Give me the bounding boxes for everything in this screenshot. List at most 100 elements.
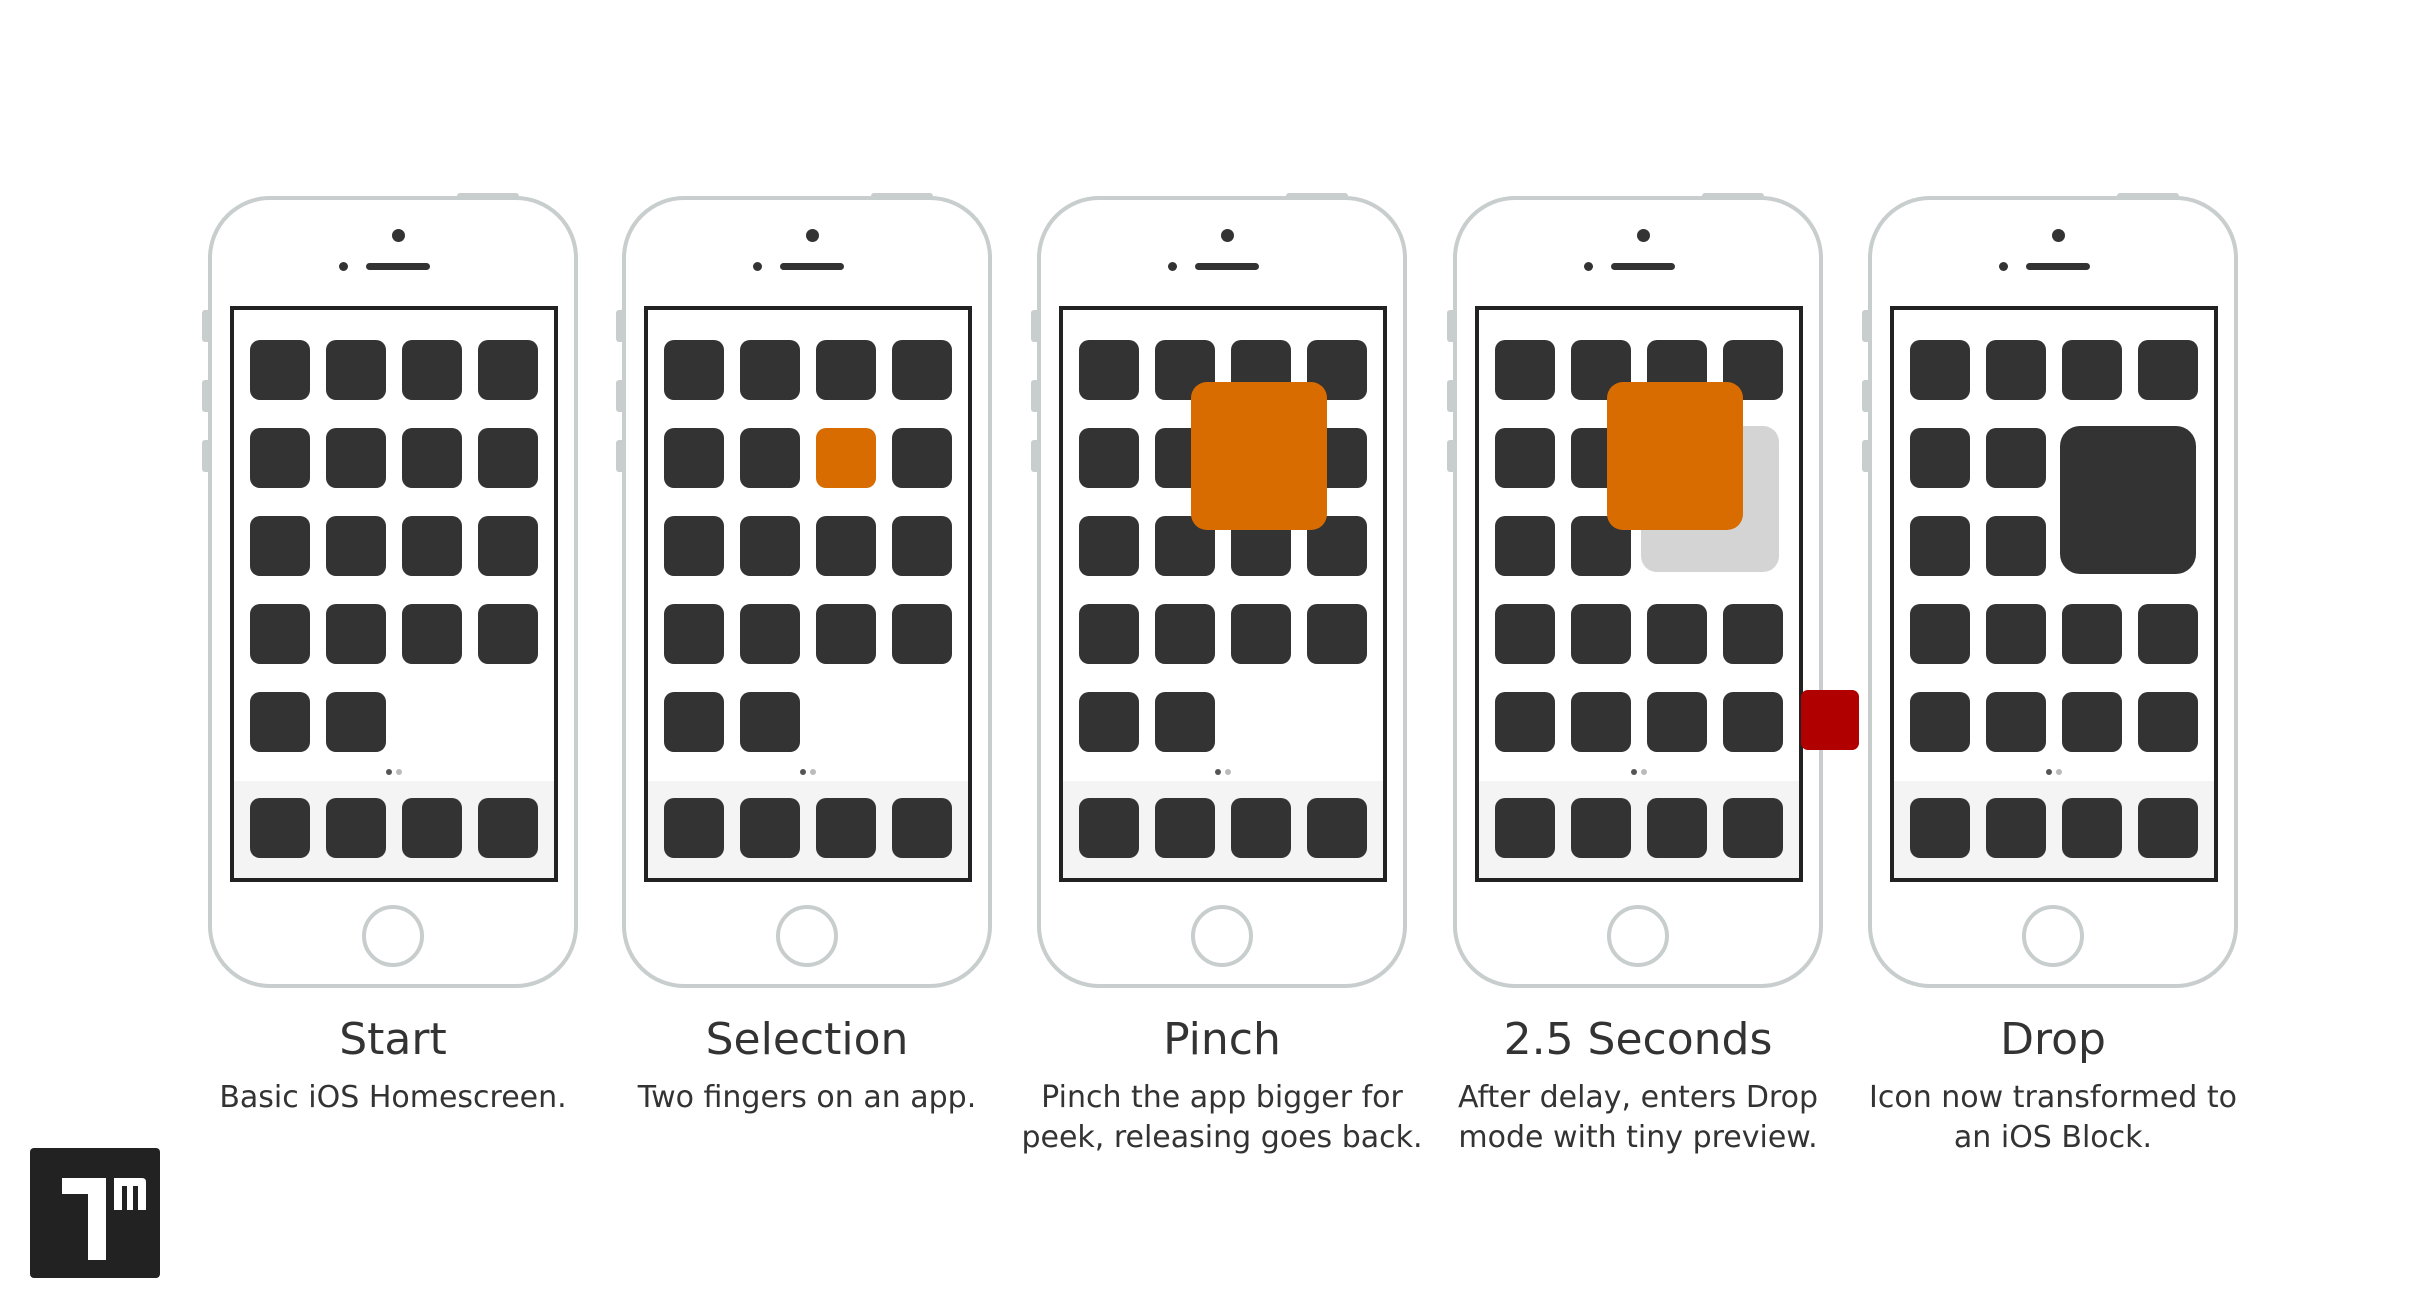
app-icon <box>1986 428 2046 488</box>
volume-down-button <box>202 440 208 472</box>
dock-app-icon <box>1723 798 1783 858</box>
earpiece-speaker <box>2026 263 2090 270</box>
step-caption: Start Basic iOS Homescreen. <box>163 1010 623 1118</box>
home-button[interactable] <box>1607 905 1669 967</box>
dock-app-icon <box>1910 798 1970 858</box>
app-icon <box>1495 604 1555 664</box>
app-icon <box>1647 604 1707 664</box>
proximity-sensor <box>1584 262 1593 271</box>
app-icon <box>1155 604 1215 664</box>
app-icon <box>402 428 462 488</box>
app-icon <box>664 340 724 400</box>
app-icon <box>402 604 462 664</box>
app-icon <box>892 340 952 400</box>
page-dot[interactable] <box>810 769 816 775</box>
page-dot[interactable] <box>2056 769 2062 775</box>
step-title: Drop <box>2000 1014 2106 1065</box>
step-title: Pinch <box>1163 1014 1281 1065</box>
home-button[interactable] <box>1191 905 1253 967</box>
step-description: Pinch the app bigger for peek, releasing… <box>1021 1080 1423 1155</box>
page-dot[interactable] <box>1641 769 1647 775</box>
app-icon <box>1986 340 2046 400</box>
front-camera <box>1637 229 1650 242</box>
app-icon <box>816 340 876 400</box>
mute-switch <box>616 310 622 342</box>
homescreen <box>230 306 558 882</box>
dock-app-icon <box>664 798 724 858</box>
volume-down-button <box>1031 440 1037 472</box>
ios-block <box>2060 426 2196 574</box>
app-icon <box>1495 516 1555 576</box>
page-indicator <box>648 769 968 775</box>
proximity-sensor <box>1999 262 2008 271</box>
app-icon <box>1495 692 1555 752</box>
app-icon <box>1723 692 1783 752</box>
app-icon <box>1910 516 1970 576</box>
home-button[interactable] <box>776 905 838 967</box>
app-icon <box>1910 692 1970 752</box>
app-icon <box>1155 692 1215 752</box>
app-icon <box>326 340 386 400</box>
page-dot-active[interactable] <box>386 769 392 775</box>
step-caption: Pinch Pinch the app bigger for peek, rel… <box>992 1010 1452 1158</box>
step-title: 2.5 Seconds <box>1503 1014 1773 1065</box>
app-icon <box>1495 340 1555 400</box>
front-camera <box>806 229 819 242</box>
app-icon <box>740 428 800 488</box>
page-indicator <box>1063 769 1383 775</box>
app-icon <box>1986 604 2046 664</box>
page-dot-active[interactable] <box>800 769 806 775</box>
dock-app-icon <box>2138 798 2198 858</box>
dock-app-icon <box>1986 798 2046 858</box>
volume-down-button <box>1862 440 1868 472</box>
app-icon <box>1079 692 1139 752</box>
selected-app-icon <box>816 428 876 488</box>
home-button[interactable] <box>2022 905 2084 967</box>
volume-up-button <box>1031 380 1037 412</box>
homescreen <box>1890 306 2218 882</box>
app-icon <box>402 516 462 576</box>
mute-switch <box>202 310 208 342</box>
dock-app-icon <box>478 798 538 858</box>
dock-app-icon <box>326 798 386 858</box>
enlarged-app-icon <box>1191 382 1327 530</box>
dock-app-icon <box>1647 798 1707 858</box>
homescreen <box>1475 306 1803 882</box>
home-button[interactable] <box>362 905 424 967</box>
power-button <box>1286 193 1348 200</box>
app-icon <box>816 604 876 664</box>
mute-switch <box>1031 310 1037 342</box>
dock-app-icon <box>2062 798 2122 858</box>
app-icon <box>326 516 386 576</box>
app-icon <box>250 604 310 664</box>
app-icon <box>816 516 876 576</box>
power-button <box>871 193 933 200</box>
app-icon <box>326 428 386 488</box>
app-icon <box>740 516 800 576</box>
front-camera <box>1221 229 1234 242</box>
phone-drop <box>1862 193 2238 988</box>
proximity-sensor <box>339 262 348 271</box>
app-icon <box>892 516 952 576</box>
step-title: Selection <box>705 1014 909 1065</box>
app-icon <box>478 428 538 488</box>
app-icon <box>250 516 310 576</box>
app-icon <box>1986 516 2046 576</box>
page-dot[interactable] <box>396 769 402 775</box>
mute-switch <box>1447 310 1453 342</box>
app-icon <box>250 692 310 752</box>
step-description: After delay, enters Drop mode with tiny … <box>1458 1080 1818 1155</box>
page-dot-active[interactable] <box>2046 769 2052 775</box>
app-icon <box>1910 604 1970 664</box>
app-icon <box>326 692 386 752</box>
app-icon <box>2062 604 2122 664</box>
app-icon <box>1079 516 1139 576</box>
page-dot-active[interactable] <box>1631 769 1637 775</box>
step-description: Basic iOS Homescreen. <box>219 1080 567 1115</box>
page-dot[interactable] <box>1225 769 1231 775</box>
dock-app-icon <box>250 798 310 858</box>
app-icon <box>1910 428 1970 488</box>
app-icon <box>2062 692 2122 752</box>
app-icon <box>740 340 800 400</box>
page-dot-active[interactable] <box>1215 769 1221 775</box>
